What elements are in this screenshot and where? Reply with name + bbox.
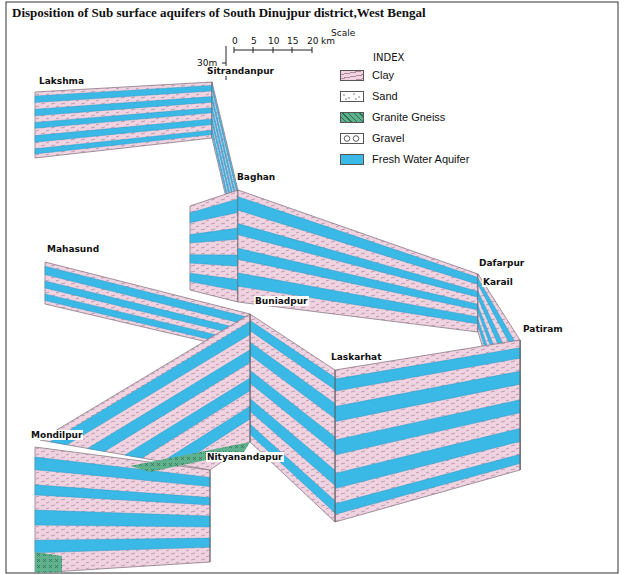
place-name: Mondilpur — [30, 430, 83, 440]
scale-number: 5 — [250, 36, 258, 46]
legend-swatch — [340, 112, 364, 123]
legend-symbol — [340, 91, 364, 102]
legend-label: Clay — [372, 69, 394, 82]
fence-panel — [190, 190, 238, 302]
aquifer-band — [190, 228, 238, 243]
aquifer-band — [212, 85, 238, 198]
place-name: Mahasund — [46, 244, 100, 254]
aquifer-band — [45, 281, 250, 338]
aquifer-band — [35, 510, 210, 527]
aquifer-band — [238, 273, 478, 324]
place-name: Dafarpur — [478, 258, 525, 268]
legend-label: Sand — [372, 90, 398, 103]
place-name: Baghan — [236, 172, 276, 182]
aquifer-band — [35, 130, 212, 154]
legend-heading: INDEX — [372, 52, 405, 64]
fence-panel — [35, 82, 212, 158]
fence-panels — [35, 82, 520, 573]
aquifer-band — [35, 119, 212, 142]
granite-gneiss — [35, 552, 62, 573]
place-name: Karail — [482, 277, 514, 287]
scale-unit: km — [320, 36, 336, 46]
scale-number: 20 — [306, 36, 319, 46]
aquifer-band — [190, 273, 238, 291]
fence-panel — [335, 340, 520, 522]
legend-swatch — [340, 154, 364, 165]
place-name: Buniadpur — [254, 296, 309, 306]
place-name: Lakshma — [38, 76, 85, 86]
place-name: Laskarhat — [330, 352, 382, 362]
aquifer-band — [250, 424, 335, 513]
aquifer-band — [190, 255, 238, 267]
aquifer-band — [335, 454, 520, 514]
place-name: Nityanandapur — [206, 452, 284, 462]
fence-panel — [238, 190, 478, 332]
legend-label: Gravel — [372, 132, 404, 145]
fence-panel — [35, 447, 210, 573]
legend-label: Fresh Water Aquifer — [372, 153, 469, 166]
legend-symbol — [340, 133, 364, 144]
scale-number: 15 — [286, 36, 299, 46]
aquifer-band — [35, 538, 210, 553]
frame — [6, 2, 618, 573]
aquifer-band — [190, 199, 238, 223]
fence-panel — [250, 314, 335, 522]
aquifer-band — [35, 485, 210, 505]
scale-number: 0 — [231, 36, 239, 46]
fence-panel — [40, 314, 250, 470]
place-name: Sitrandanpur — [206, 66, 275, 76]
title: Disposition of Sub surface aquifers of S… — [12, 6, 426, 21]
legend-label: Granite Gneiss — [372, 111, 445, 124]
scale-number: 10 — [267, 36, 280, 46]
aquifer-band — [45, 266, 250, 325]
place-name: Patiram — [522, 324, 564, 334]
legend-swatch — [340, 70, 364, 81]
